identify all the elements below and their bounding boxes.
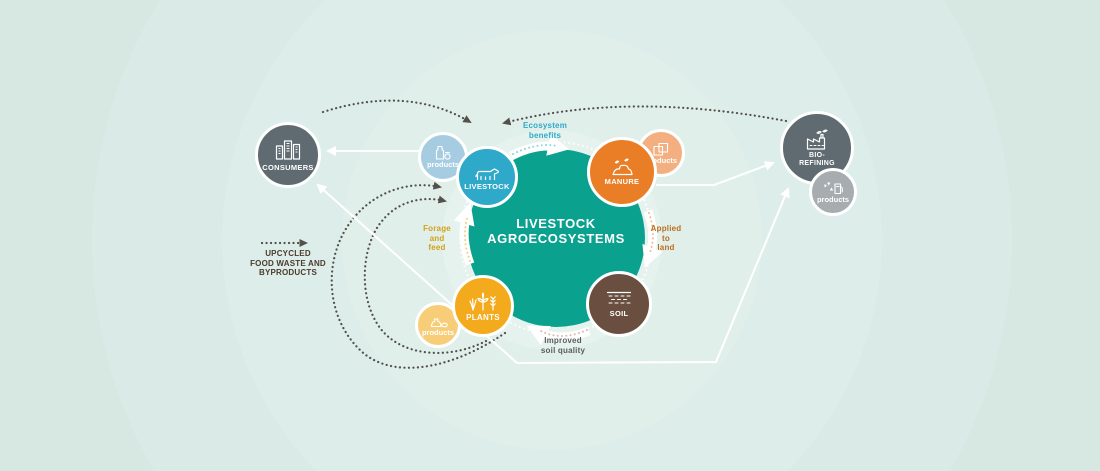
node-plants-products: products [415, 302, 461, 348]
cycle-arrow-soil-to-plants [526, 325, 591, 346]
legend-line: BYPRODUCTS [258, 268, 317, 277]
flow-label-applied-to-land: Applied to land [626, 224, 706, 253]
flow-label-line: Forage [423, 224, 451, 233]
cycle-arrow-plants-to-livestock [453, 202, 475, 266]
node-label: products [644, 155, 678, 165]
central-title-line1: LIVESTOCK [516, 216, 596, 231]
flow-label-forage-and-feed: Forage and feed [407, 224, 467, 253]
node-label: LIVESTOCK [464, 181, 510, 191]
flow-label-line: to [662, 233, 670, 243]
node-label: CONSUMERS [262, 163, 314, 172]
central-title-line2: AGROECOSYSTEMS [487, 231, 625, 246]
flow-label-improved-soil-quality: Improved soil quality [513, 336, 613, 355]
central-title: LIVESTOCK AGROECOSYSTEMS [466, 216, 646, 246]
flow-label-line: Applied [650, 224, 682, 233]
node-label: products [426, 160, 460, 169]
crops-icon [468, 291, 498, 313]
flow-label-line: and [429, 233, 445, 243]
node-manure: MANURE [587, 137, 657, 207]
flow-label-line: Ecosystem [522, 121, 568, 130]
manure-pile-icon [609, 158, 635, 177]
node-label: MANURE [604, 177, 640, 186]
flow-label-line: land [657, 243, 675, 252]
solid-flow-manure-to-biorefining [656, 161, 775, 186]
node-label: products [421, 327, 455, 337]
factory-leaf-icon [804, 128, 830, 152]
flow-label-line: benefits [528, 130, 562, 140]
legend-line: UPCYCLED [265, 249, 311, 258]
node-biorefining-products: products [809, 168, 857, 216]
node-livestock: LIVESTOCK [456, 146, 518, 208]
flow-label-line: Improved [544, 336, 582, 345]
node-plants: PLANTS [452, 275, 514, 337]
dotted-flow-products-loop-inner [363, 195, 488, 355]
dairy-food-icon [433, 145, 453, 161]
node-label: products [816, 195, 850, 204]
solid-flow-consumers-biorefining-path [316, 183, 790, 365]
flow-label-line: feed [428, 243, 446, 252]
cycle-dots-bottom [538, 329, 588, 337]
recycle-fuel-icon [823, 180, 843, 196]
node-soil: SOIL [586, 271, 652, 337]
node-label-line2: REFINING [799, 160, 835, 167]
dotted-flow-biorefining-to-livestock [502, 105, 788, 126]
node-label-line1: BIO- [809, 152, 825, 159]
node-label: PLANTS [466, 312, 500, 322]
flow-label-ecosystem-benefits: Ecosystem benefits [495, 121, 595, 140]
packages-icon [652, 142, 670, 157]
node-label: SOIL [609, 309, 629, 318]
cow-icon [472, 164, 502, 182]
cycle-dots-right [648, 212, 654, 256]
legend-upcycled-food-waste: UPCYCLED FOOD WASTE AND BYPRODUCTS [228, 249, 348, 278]
grain-food-icon [429, 314, 448, 329]
node-consumers: CONSUMERS [255, 122, 321, 188]
cycle-dots-top [512, 144, 559, 155]
flow-label-line: soil quality [540, 345, 586, 355]
cycle-arrow-livestock-to-manure [508, 134, 570, 161]
dotted-flow-consumers-to-livestock [321, 99, 472, 124]
city-buildings-icon [275, 138, 301, 161]
cycle-dots-left [464, 214, 471, 262]
legend-line: FOOD WASTE AND [250, 258, 326, 268]
soil-layers-icon [605, 290, 633, 307]
